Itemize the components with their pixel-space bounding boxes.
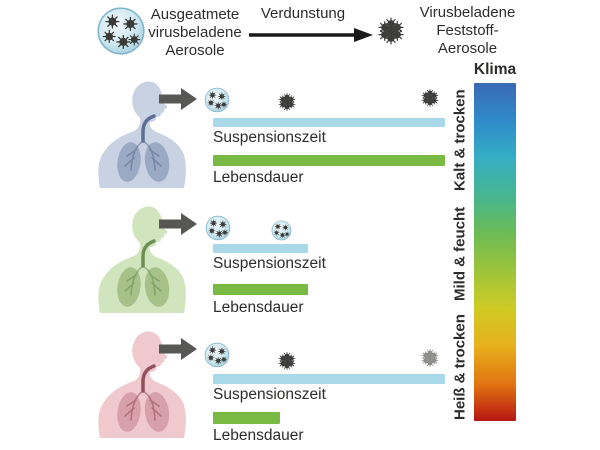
suspension-label: Suspensionszeit [213, 386, 326, 403]
lifetime-bar [213, 412, 281, 424]
lifetime-bar-track [213, 284, 445, 295]
header-left-line3: Aerosole [165, 42, 225, 59]
header-right-label: Virusbeladene Feststoff- Aerosole [410, 4, 525, 58]
header-left-line1: Ausgeatmete [150, 6, 240, 23]
lifetime-bar [213, 284, 309, 295]
lifetime-bar [213, 155, 445, 166]
droplet-aerosol-icon [204, 87, 230, 113]
exhale-arrow-icon [159, 88, 197, 110]
suspension-bar-track [213, 374, 445, 384]
suspension-bar-track [213, 118, 445, 127]
suspension-bar [213, 118, 445, 127]
lifetime-label: Lebensdauer [213, 169, 304, 186]
solid-aerosol-icon-faded [418, 346, 442, 370]
lifetime-label: Lebensdauer [213, 427, 304, 444]
solid-aerosol-icon [418, 86, 442, 110]
climate-zone-mild-humid: Mild & feucht [451, 206, 469, 302]
suspension-bar-track [213, 244, 445, 253]
lifetime-bar-track [213, 412, 445, 424]
droplet-aerosol-icon [204, 342, 230, 368]
lifetime-bar-track [213, 155, 445, 166]
climate-zone-cold-dry: Kalt & trocken [451, 89, 469, 191]
suspension-label: Suspensionszeit [213, 129, 326, 146]
header-right-line1: Virusbeladene [419, 4, 516, 21]
droplet-aerosol-icon [271, 220, 292, 241]
climate-gradient-bar [474, 83, 516, 421]
evaporation-arrow-icon [249, 28, 373, 42]
header-right-line3: Aerosole [437, 40, 498, 57]
lifetime-label: Lebensdauer [213, 299, 304, 316]
suspension-label: Suspensionszeit [213, 255, 326, 272]
climate-zone-hot-dry: Heiß & trocken [451, 314, 469, 420]
header-right-line2: Feststoff- [436, 22, 499, 39]
header-left-label: Ausgeatmete virusbeladene Aerosole [140, 6, 250, 60]
droplet-aerosol-icon [96, 6, 146, 56]
climate-scale-title: Klima [473, 61, 517, 78]
exhale-arrow-icon [159, 213, 197, 235]
evaporation-label: Verdunstung [260, 5, 346, 22]
suspension-bar [213, 244, 309, 253]
solid-aerosol-icon [275, 349, 299, 373]
header-left-line2: virusbeladene [148, 24, 242, 41]
droplet-aerosol-icon [205, 215, 231, 241]
suspension-bar [213, 374, 445, 384]
solid-aerosol-icon [373, 13, 409, 49]
solid-aerosol-icon [275, 90, 299, 114]
exhale-arrow-icon [159, 338, 197, 360]
